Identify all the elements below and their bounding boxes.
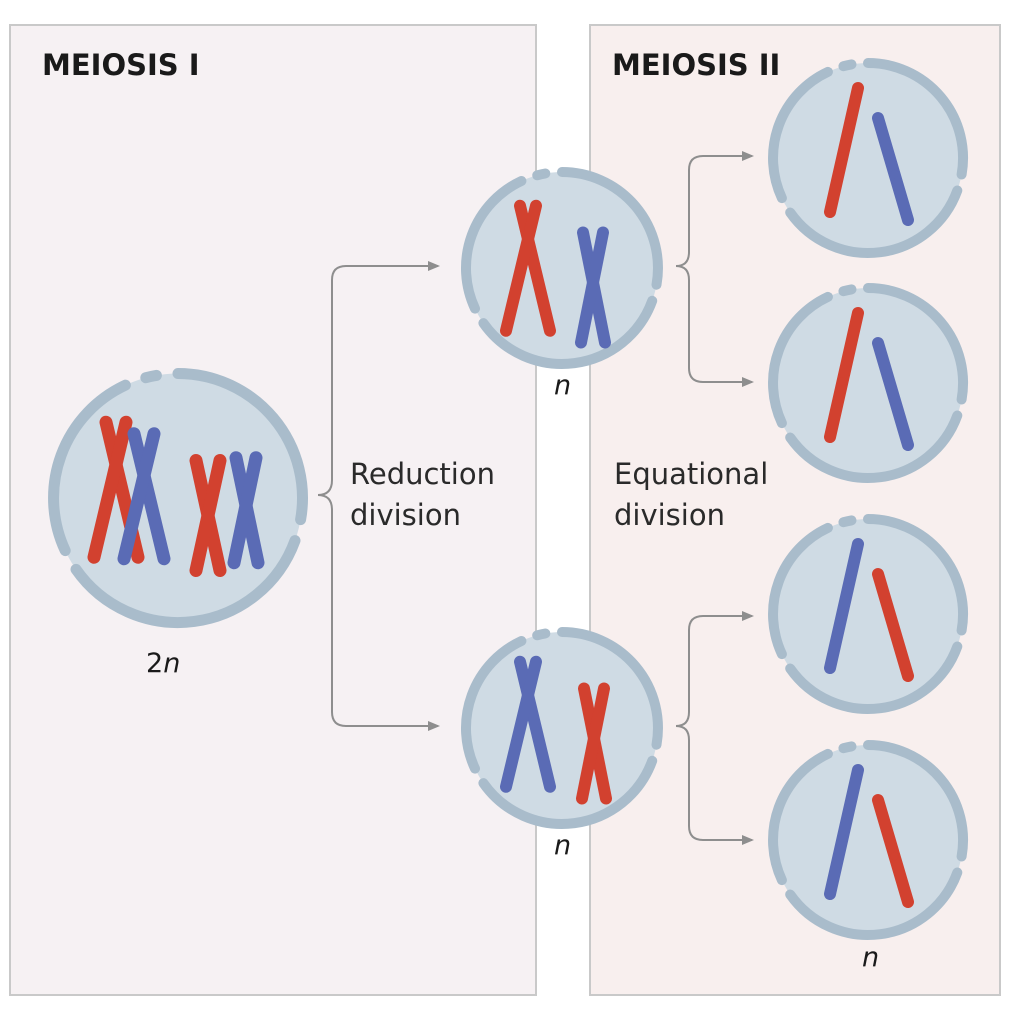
cell-cytoplasm	[773, 519, 963, 709]
chromosome-group-daughter-bottom	[500, 655, 612, 805]
ploidy-label-daughter-bottom: n	[554, 830, 571, 861]
centromere	[890, 625, 899, 635]
chromatid	[500, 199, 542, 337]
chromosome-group-parent	[87, 415, 265, 577]
cells-layer	[48, 58, 969, 940]
reduction-label-line2: division	[350, 498, 461, 532]
cell-membrane-segment	[785, 867, 963, 940]
cell-membrane-segment	[863, 740, 969, 862]
cell-membrane-segment	[785, 641, 963, 714]
meiosis-1-title: MEIOSIS I	[42, 48, 200, 82]
cell-membrane-segment	[70, 535, 301, 629]
cell-membrane-segment	[863, 514, 969, 636]
cell-granddaughter-1	[768, 58, 969, 258]
cell-membrane-segment	[768, 748, 833, 886]
cell-membrane-segment	[48, 379, 131, 557]
centromere	[890, 169, 899, 179]
equational-label-line2: division	[614, 498, 725, 532]
ploidy-label-granddaughter: n	[862, 942, 879, 973]
chromatid	[872, 568, 914, 682]
cell-daughter-bottom	[461, 627, 663, 829]
chromatid	[824, 307, 864, 443]
cell-membrane-segment	[838, 284, 857, 297]
centromere	[838, 152, 847, 161]
ploidy-symbol-parent: n	[163, 648, 180, 679]
cell-membrane-segment	[838, 741, 857, 754]
chromatid	[872, 337, 914, 451]
cell-granddaughter-4	[768, 740, 969, 940]
ploidy-label-daughter-top: n	[554, 370, 571, 401]
equational-bracket-arrows-bottom	[675, 611, 754, 845]
chromatid	[824, 764, 864, 900]
centromere	[838, 834, 847, 843]
equational-bracket-arrows-top	[675, 151, 754, 387]
cell-membrane-segment	[768, 66, 833, 204]
chromatid	[127, 427, 171, 566]
chromatid	[824, 82, 864, 218]
chromatid	[872, 794, 914, 908]
cell-membrane-segment	[557, 167, 663, 290]
cell-membrane-segment	[478, 295, 658, 369]
cell-membrane-segment	[461, 176, 527, 314]
cell-membrane-segment	[532, 628, 551, 641]
chromatid	[576, 682, 610, 805]
cell-cytoplasm	[773, 745, 963, 935]
chromosome-group-granddaughter	[824, 307, 914, 451]
chromatid	[227, 451, 263, 570]
cell-membrane-segment	[863, 283, 969, 405]
chromosome-group-granddaughter	[824, 82, 914, 226]
reduction-bracket-arrows	[317, 261, 440, 731]
cell-membrane-segment	[785, 410, 963, 483]
chromatid	[872, 112, 914, 226]
equational-label-line1: Equational	[614, 457, 768, 491]
chromatid	[117, 427, 161, 566]
cell-cytoplasm	[773, 63, 963, 253]
chromatid	[189, 454, 227, 577]
cell-membrane-segment	[172, 368, 308, 526]
centromere	[890, 851, 899, 861]
cell-membrane-segment	[532, 168, 551, 181]
cell-membrane-segment	[140, 369, 162, 384]
cell-parent-2n	[48, 368, 308, 629]
cell-membrane-segment	[768, 291, 833, 429]
cell-granddaughter-2	[768, 283, 969, 483]
chromatid	[87, 415, 133, 564]
chromatid	[824, 538, 864, 674]
ploidy-number-parent: 2	[146, 648, 163, 679]
chromosome-group-daughter-top	[500, 199, 611, 349]
chromatid	[500, 655, 542, 793]
cell-membrane-segment	[478, 755, 658, 829]
centromere	[838, 608, 847, 617]
cell-membrane-segment	[557, 627, 663, 750]
cell-daughter-top	[461, 167, 663, 369]
reduction-label-line1: Reduction	[350, 457, 495, 491]
chromosome-group-granddaughter	[824, 764, 914, 908]
chromosome-group-granddaughter	[824, 538, 914, 682]
cell-membrane-segment	[863, 58, 969, 180]
centromere	[890, 394, 899, 404]
centromere	[838, 377, 847, 386]
ploidy-label-parent: 2n	[146, 648, 180, 679]
meiosis-2-title: MEIOSIS II	[612, 48, 780, 82]
cell-membrane-segment	[461, 636, 527, 774]
cell-membrane-segment	[838, 515, 857, 528]
cell-membrane-segment	[838, 59, 857, 72]
cell-cytoplasm	[773, 288, 963, 478]
cell-membrane-segment	[768, 522, 833, 660]
chromatid	[575, 226, 609, 349]
cell-membrane-segment	[785, 185, 963, 258]
cell-granddaughter-3	[768, 514, 969, 714]
